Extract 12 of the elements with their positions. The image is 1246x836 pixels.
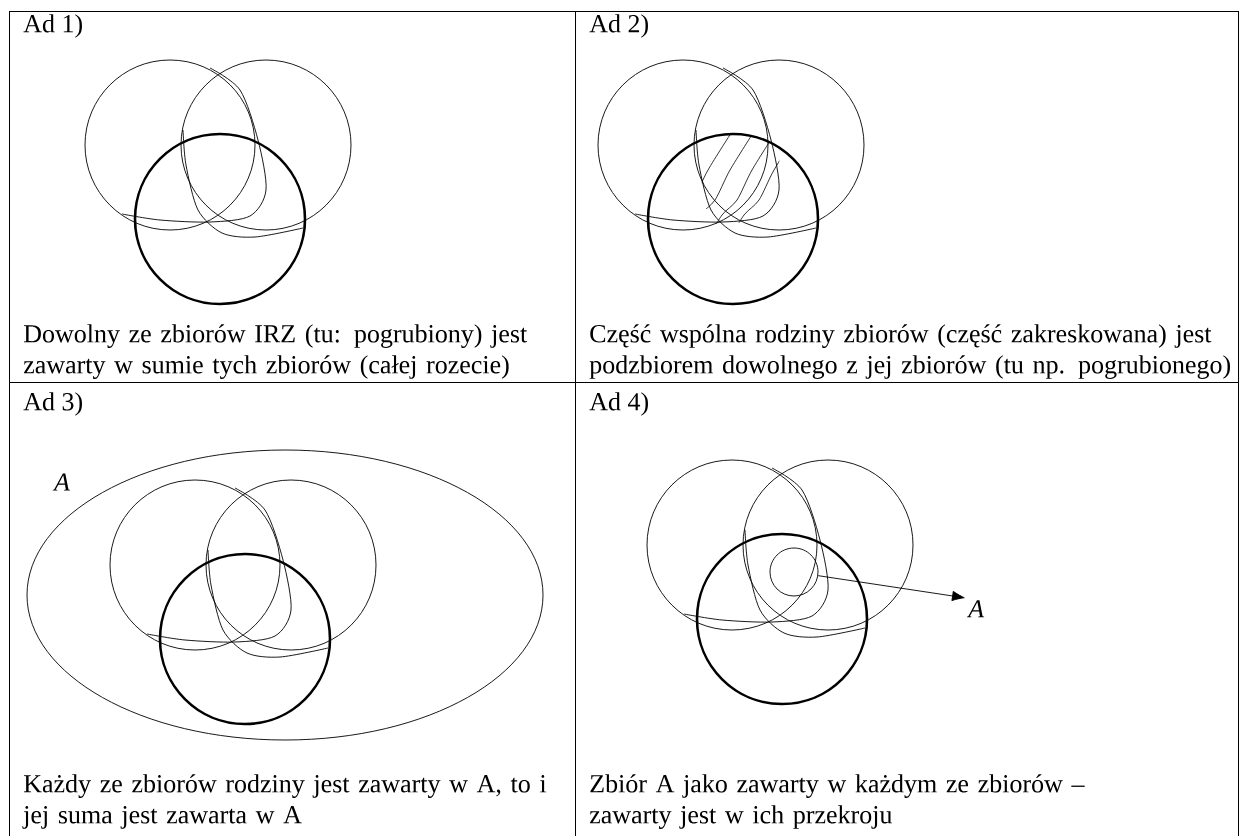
cell-text: Każdy ze zbiorów rodziny jest zawarty w A, to i jej suma jest zawarta w A — [22, 774, 547, 829]
arrow — [817, 575, 965, 602]
cell-heading: Ad 3) — [23, 392, 82, 416]
cell-heading: Ad 2) — [589, 14, 648, 38]
cell-text: Część wspólna rodziny zbiorów (część zakreskowana) jest podzbiorem dowolnego z jej zbiorów (tu np. pogrubionego) — [589, 324, 1230, 379]
cell-text: Zbiór A jako zawarty w każdym ze zbiorów – zawarty jest w ich przekroju — [589, 774, 1085, 829]
cell-heading: Ad 4) — [589, 392, 648, 416]
cell-text: Dowolny ze zbiorów IRZ (tu: pogrubiony) jest zawarty w sumie tych zbiorów (całej rozecie) — [23, 324, 528, 379]
set-label: A — [52, 473, 71, 491]
set-label: A — [966, 600, 985, 618]
cell-heading: Ad 1) — [23, 14, 82, 38]
small-circle — [769, 547, 819, 597]
